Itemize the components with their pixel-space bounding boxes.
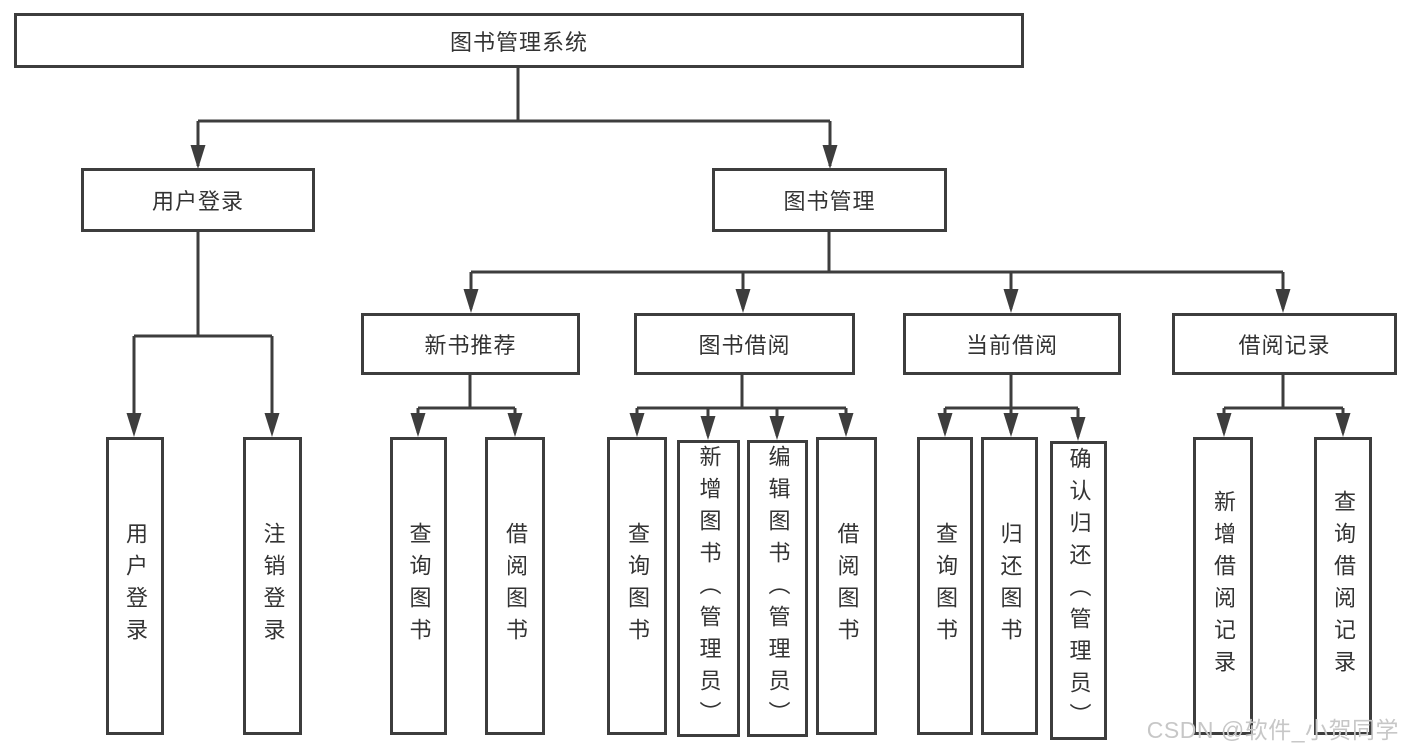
leaf-logout: 注销登录	[243, 437, 302, 735]
node-borrowing-records-label: 借阅记录	[1238, 333, 1331, 358]
leaf-confirm-return-admin: 确认归还（管理员）	[1050, 441, 1107, 740]
leaf-edit-book-admin: 编辑图书（管理员）	[747, 440, 808, 737]
leaf-query-borrow-record: 查询借阅记录	[1314, 437, 1372, 735]
connector-user-login	[126, 232, 280, 437]
arrowhead-leaf-logout	[264, 413, 280, 437]
arrowhead-current-borrowing	[1003, 289, 1019, 313]
leaf-recommend-borrow-books: 借阅图书	[485, 437, 545, 735]
node-current-borrowing-label: 当前借阅	[965, 333, 1058, 358]
node-current-borrowing: 当前借阅	[903, 313, 1121, 375]
arrowhead-borrowing-records	[1275, 289, 1291, 313]
leaf-user-login: 用户登录	[106, 437, 164, 735]
connector-new-book-recommend	[410, 375, 523, 437]
leaf-confirm-return-admin-label: 确认归还（管理员）	[1066, 446, 1092, 735]
arrowhead-book-borrowing	[735, 289, 751, 313]
node-library-system: 图书管理系统	[14, 13, 1024, 68]
leaf-edit-book-admin-label: 编辑图书（管理员）	[765, 444, 791, 733]
leaf-return-books-label: 归还图书	[997, 522, 1023, 650]
leaf-recommend-query-books-label: 查询图书	[406, 522, 432, 650]
leaf-add-book-admin: 新增图书（管理员）	[677, 440, 740, 737]
connector-borrowing-records	[1216, 375, 1351, 437]
node-book-borrowing: 图书借阅	[634, 313, 855, 375]
leaf-current-query-books: 查询图书	[917, 437, 973, 735]
node-user-login-label: 用户登录	[151, 189, 244, 214]
csdn-watermark: CSDN @软件_小贺同学	[1146, 717, 1399, 743]
leaf-current-query-books-label: 查询图书	[933, 522, 958, 650]
connector-current-borrowing	[937, 375, 1086, 441]
node-new-book-recommend: 新书推荐	[361, 313, 580, 375]
node-new-book-recommend-label: 新书推荐	[424, 333, 517, 358]
leaf-borrowing-borrow-books-label: 借阅图书	[834, 522, 860, 650]
arrowhead-new-book-recommend	[463, 289, 479, 313]
node-user-login: 用户登录	[81, 168, 315, 232]
connector-book-management	[463, 232, 1291, 313]
leaf-borrowing-borrow-books: 借阅图书	[816, 437, 877, 735]
node-borrowing-records: 借阅记录	[1172, 313, 1397, 375]
leaf-borrowing-query-books: 查询图书	[607, 437, 667, 735]
leaf-return-books: 归还图书	[981, 437, 1038, 735]
leaf-recommend-query-books: 查询图书	[390, 437, 447, 735]
leaf-add-borrow-record-label: 新增借阅记录	[1211, 490, 1236, 682]
connector-root	[190, 68, 838, 169]
leaf-add-borrow-record: 新增借阅记录	[1193, 437, 1253, 735]
arrowhead-book-management	[822, 145, 838, 169]
leaf-recommend-borrow-books-label: 借阅图书	[503, 522, 528, 650]
node-library-system-label: 图书管理系统	[449, 29, 588, 55]
connector-book-borrowing	[629, 375, 854, 440]
leaf-query-borrow-record-label: 查询借阅记录	[1331, 490, 1356, 682]
node-book-borrowing-label: 图书借阅	[698, 333, 791, 358]
node-book-management: 图书管理	[712, 168, 947, 232]
leaf-logout-label: 注销登录	[260, 522, 286, 650]
leaf-user-login-label: 用户登录	[123, 522, 148, 650]
node-book-management-label: 图书管理	[783, 189, 876, 214]
arrowhead-leaf-user-login	[126, 413, 142, 437]
leaf-add-book-admin-label: 新增图书（管理员）	[696, 444, 722, 733]
arrowhead-user-login	[190, 145, 206, 169]
leaf-borrowing-query-books-label: 查询图书	[625, 522, 650, 650]
